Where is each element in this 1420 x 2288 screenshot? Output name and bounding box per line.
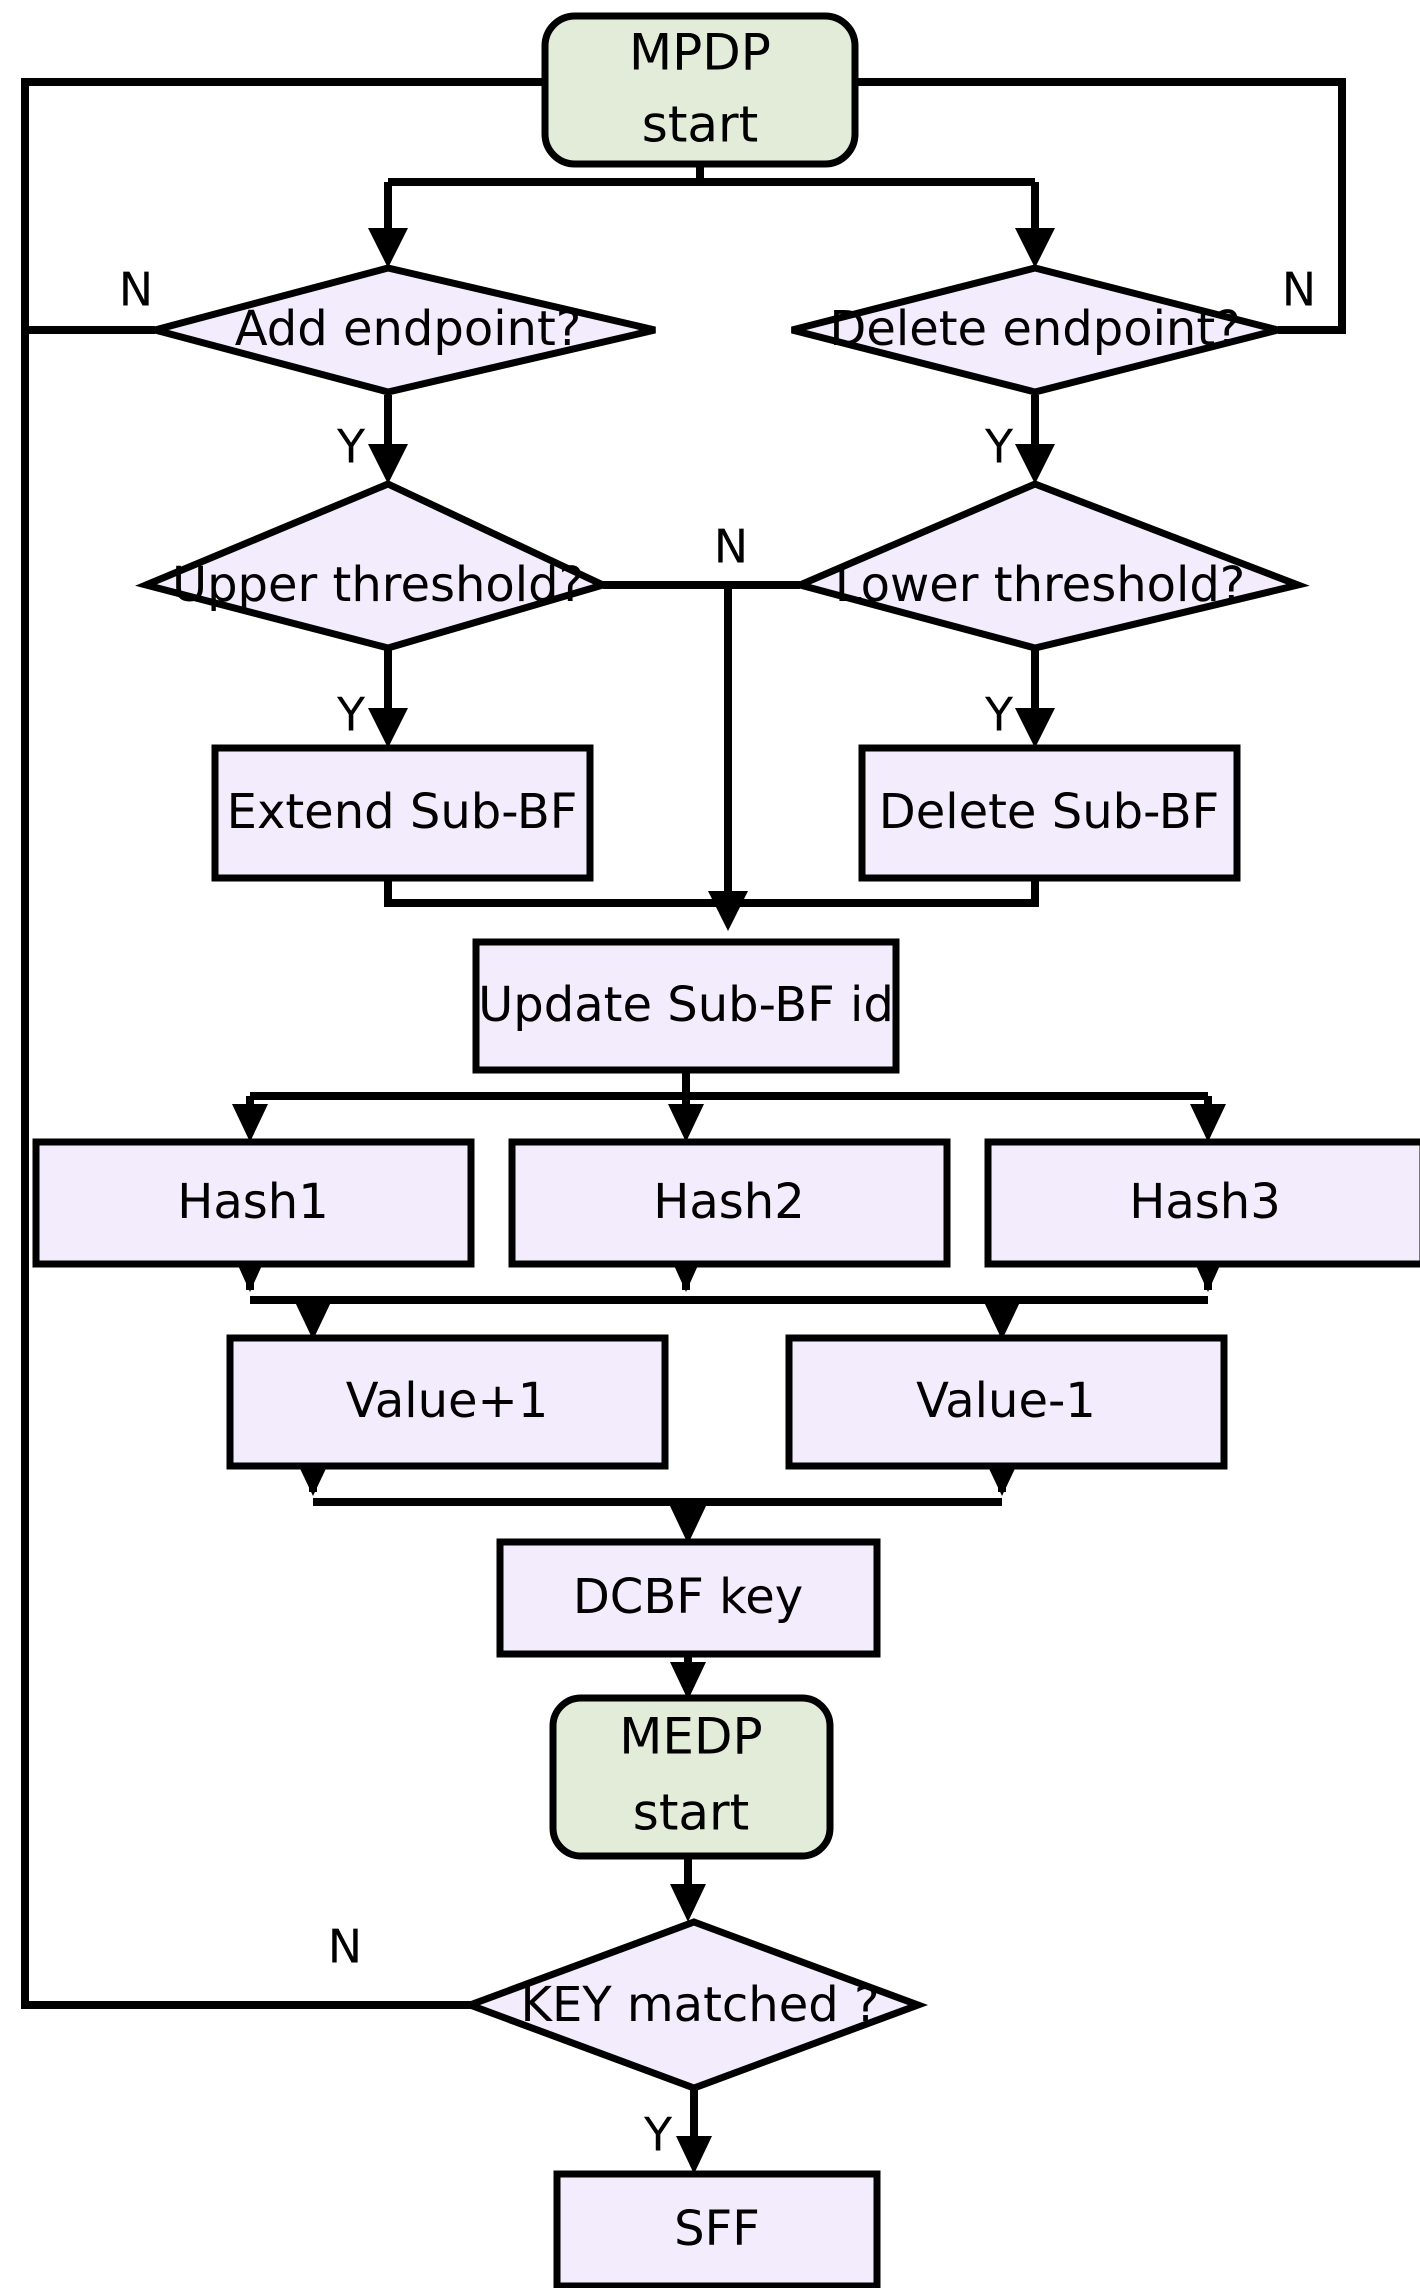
arrow-to-value-plus: [295, 1302, 331, 1340]
arrow-to-value-minus: [984, 1302, 1020, 1340]
upper-threshold-shape[interactable]: [135, 480, 613, 652]
node-value-minus-1[interactable]: Value-1: [785, 1334, 1228, 1470]
edge-label-upper-threshold-yes: Y: [336, 688, 366, 742]
edge-label-threshold-no: N: [714, 520, 748, 574]
value-minus-1-label: Value-1: [916, 1373, 1096, 1429]
arrow-to-sff: [676, 2136, 712, 2174]
edge-label-delete-endpoint-yes: Y: [984, 420, 1014, 474]
node-delete-endpoint[interactable]: Delete endpoint?: [791, 264, 1279, 396]
update-subbf-id-shape[interactable]: [472, 938, 900, 1074]
arrow-to-lower-threshold: [1015, 444, 1055, 484]
hash1-label: Hash1: [177, 1174, 328, 1230]
delete-subbf-shape[interactable]: [858, 744, 1241, 882]
medp-start-shape[interactable]: [549, 1694, 834, 1860]
dcbf-key-shape[interactable]: [496, 1538, 881, 1658]
arrow-to-hash1: [232, 1104, 268, 1142]
node-dcbf-key[interactable]: DCBF key: [496, 1538, 881, 1658]
edge-delete-endpoint-no: [855, 78, 1346, 334]
value-minus-1-shape[interactable]: [785, 1334, 1228, 1470]
lower-threshold-label: Lower threshold?: [835, 557, 1246, 613]
node-upper-threshold[interactable]: Upper threshold?: [135, 480, 613, 652]
edge-label-delete-endpoint-no: N: [1282, 263, 1316, 317]
edge-label-add-endpoint-no: N: [119, 263, 153, 317]
arrow-to-dcbf-key: [670, 1506, 706, 1544]
edge-delete-subbf-out: [728, 878, 1039, 907]
arrow-bypass-to-update: [708, 891, 748, 931]
upper-threshold-label: Upper threshold?: [172, 557, 584, 613]
extend-subbf-label: Extend Sub-BF: [227, 784, 578, 840]
node-add-endpoint[interactable]: Add endpoint?: [141, 264, 656, 396]
arrow-to-hash3: [1190, 1104, 1226, 1142]
medp-start-label-line1: MEDP: [619, 1708, 762, 1766]
lower-threshold-shape[interactable]: [789, 480, 1310, 652]
arrow-to-medp-start: [670, 1662, 706, 1700]
arrow-to-delete-subbf: [1015, 708, 1055, 748]
sff-label: SFF: [674, 2201, 760, 2257]
dcbf-key-label: DCBF key: [573, 1569, 803, 1625]
edge-label-add-endpoint-yes: Y: [336, 420, 366, 474]
arrow-to-extend-subbf: [368, 708, 408, 748]
arrow-to-delete-endpoint: [1015, 228, 1055, 268]
update-subbf-id-label: Update Sub-BF id: [478, 977, 894, 1033]
hash1-shape[interactable]: [32, 1138, 475, 1268]
node-hash1[interactable]: Hash1: [32, 1138, 475, 1268]
key-matched-label: KEY matched ?: [521, 1977, 880, 2033]
mpdp-start-label-line1: MPDP: [629, 24, 771, 82]
delete-subbf-label: Delete Sub-BF: [879, 784, 1219, 840]
key-matched-shape[interactable]: [459, 1918, 929, 2092]
arrow-to-hash2: [668, 1104, 704, 1142]
edge-label-key-matched-no: N: [328, 1920, 362, 1974]
arrow-to-add-endpoint: [368, 228, 408, 268]
add-endpoint-shape[interactable]: [141, 264, 656, 396]
node-hash2[interactable]: Hash2: [508, 1138, 951, 1268]
node-medp-start[interactable]: MEDP start: [549, 1694, 834, 1860]
hash3-shape[interactable]: [984, 1138, 1420, 1268]
hash2-label: Hash2: [653, 1174, 804, 1230]
edges-group: [21, 62, 1346, 2174]
node-update-subbf-id[interactable]: Update Sub-BF id: [472, 938, 900, 1074]
delete-endpoint-shape[interactable]: [791, 264, 1279, 396]
mpdp-start-shape[interactable]: [541, 12, 859, 168]
node-mpdp-start[interactable]: MPDP start: [541, 12, 859, 168]
arrow-to-upper-threshold: [368, 444, 408, 484]
node-hash3[interactable]: Hash3: [984, 1138, 1420, 1268]
arrow-to-key-matched: [670, 1884, 706, 1922]
value-plus-1-shape[interactable]: [226, 1334, 669, 1470]
edge-left-feedback-rail: [21, 78, 694, 2009]
node-value-plus-1[interactable]: Value+1: [226, 1334, 669, 1470]
add-endpoint-label: Add endpoint?: [235, 301, 582, 357]
medp-start-label-line2: start: [633, 1784, 749, 1842]
edge-update-fanout: [246, 1070, 1212, 1100]
edge-extend-subbf-out: [384, 878, 728, 907]
node-key-matched[interactable]: KEY matched ?: [459, 1918, 929, 2092]
node-lower-threshold[interactable]: Lower threshold?: [789, 480, 1310, 652]
node-sff[interactable]: SFF: [553, 2170, 881, 2288]
node-delete-subbf[interactable]: Delete Sub-BF: [858, 744, 1241, 882]
node-extend-subbf[interactable]: Extend Sub-BF: [211, 744, 594, 882]
hash2-shape[interactable]: [508, 1138, 951, 1268]
edge-mpdp-split: [384, 160, 1039, 232]
mpdp-start-label-line2: start: [642, 96, 758, 154]
sff-shape[interactable]: [553, 2170, 881, 2288]
edge-label-lower-threshold-yes: Y: [984, 688, 1014, 742]
delete-endpoint-label: Delete endpoint?: [829, 301, 1240, 357]
hash3-label: Hash3: [1129, 1174, 1280, 1230]
extend-subbf-shape[interactable]: [211, 744, 594, 882]
edge-label-key-matched-yes: Y: [643, 2108, 673, 2162]
edge-labels-group: N N Y Y N Y Y N Y: [119, 263, 1316, 2162]
value-plus-1-label: Value+1: [346, 1373, 549, 1429]
